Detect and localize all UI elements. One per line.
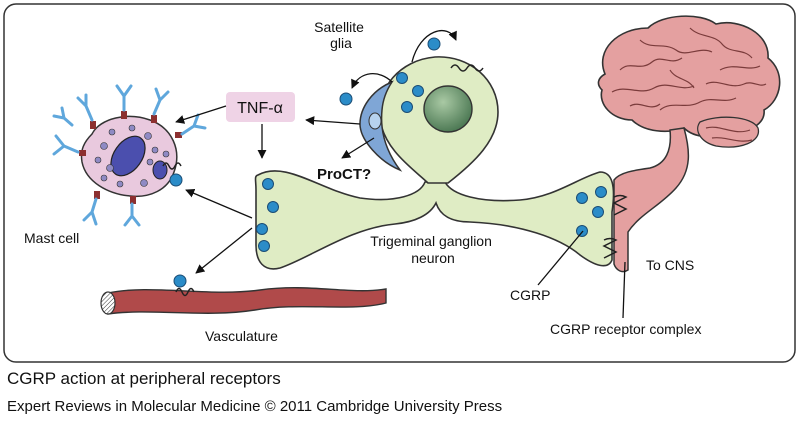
cgrp-label: CGRP: [510, 287, 550, 303]
vasculature-label: Vasculature: [205, 328, 278, 344]
glia-receptor: [450, 64, 484, 72]
satellite-glia-label: Satellite glia: [314, 19, 368, 51]
soma-release-arrow: [411, 30, 457, 63]
proct-label: ProCT?: [317, 166, 371, 183]
arrows: [175, 30, 626, 319]
figure-border: [3, 3, 796, 363]
cgrp-leader-line: [537, 230, 584, 286]
glia-to-tnf-arrow: [305, 116, 361, 126]
cgrp-receptor-complex: [602, 237, 618, 259]
satellite-glia-cell: [359, 80, 403, 172]
mast-cell-label: Mast cell: [24, 230, 79, 246]
trigeminal-neuron: [254, 56, 615, 270]
nucleus: [423, 85, 473, 133]
cgrp-receptors: [450, 64, 628, 259]
receptor-leader-line: [622, 261, 626, 319]
tnf-box: [226, 92, 295, 122]
neuron-processes: [254, 170, 615, 270]
receptor-complex-label: CGRP receptor complex: [550, 321, 701, 337]
to-cns-label: To CNS: [646, 257, 694, 273]
blood-vessel: [100, 287, 387, 315]
mast-cell: [52, 84, 207, 227]
terminal-to-vessel-arrow: [195, 227, 253, 274]
glia-release-arrow: [351, 73, 393, 89]
tnf-label: TNF-α: [237, 100, 283, 117]
brain: [597, 15, 781, 273]
figure-credit: Expert Reviews in Molecular Medicine © 2…: [7, 398, 503, 415]
neuron-label: Trigeminal ganglion neuron: [370, 233, 496, 266]
terminal-to-mast-arrow: [185, 189, 253, 219]
figure-caption: CGRP action at peripheral receptors: [7, 369, 281, 388]
tnf-to-mast-arrow: [175, 105, 227, 124]
glia-to-proct-arrow: [341, 137, 375, 159]
terminal-receptor: [612, 194, 628, 216]
cgrp-molecules: [169, 37, 607, 288]
